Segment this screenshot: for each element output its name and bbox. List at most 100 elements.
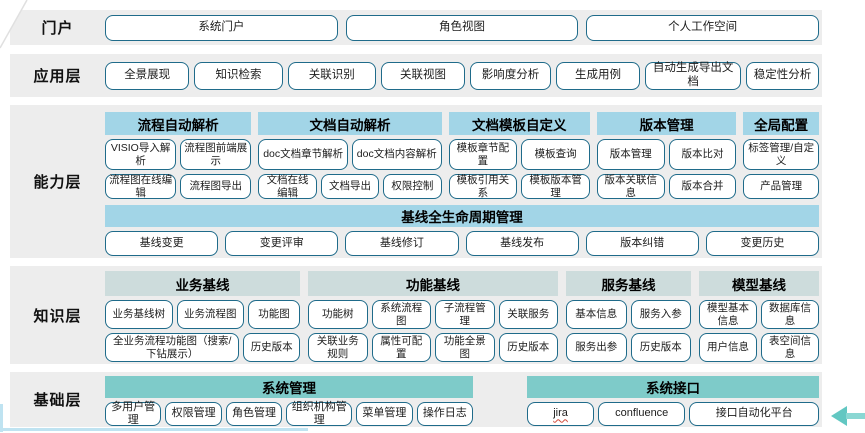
cap-button-label-mgmt[interactable]: 标签管理/自定义 [743, 139, 819, 170]
fnd-button-menu-mgmt[interactable]: 菜单管理 [356, 402, 413, 426]
knowledge-group-business-baseline: 业务基线 业务基线树 业务流程图 功能图 全业务流程功能图（搜索/下钻展示） 历… [105, 271, 301, 362]
cap-button-doc-chapter-parse[interactable]: doc文档章节解析 [258, 139, 348, 170]
fnd-button-operation-log[interactable]: 操作日志 [416, 402, 474, 426]
cap-button-version-relation-info[interactable]: 版本关联信息 [596, 174, 665, 199]
kn-button-history-version-service[interactable]: 历史版本 [630, 333, 691, 362]
kn-button-basic-info[interactable]: 基本信息 [566, 300, 627, 329]
cap-button-template-chapter-config[interactable]: 模板章节配置 [448, 139, 518, 170]
layer-label-application: 应用层 [33, 68, 82, 85]
app-button-auto-export-doc[interactable]: 自动生成导出文档 [645, 61, 742, 90]
group-header-version-mgmt: 版本管理 [596, 112, 737, 135]
baseline-button-version-correction[interactable]: 版本纠错 [585, 231, 699, 256]
knowledge-group-function-baseline: 功能基线 功能树 系统流程图 子流程管理 关联服务 关联业务规则 属性可配置 功… [308, 271, 558, 362]
baseline-button-revise[interactable]: 基线修订 [345, 231, 459, 256]
group-header-doc-parse: 文档自动解析 [258, 112, 442, 135]
layer-band-knowledge: 知识层 业务基线 业务基线树 业务流程图 功能图 全业务流程功能图（搜索/下钻展… [10, 266, 822, 364]
layer-label-foundation: 基础层 [33, 392, 82, 409]
cap-button-permission-control[interactable]: 权限控制 [383, 174, 442, 199]
layer-band-application: 应用层 全景展现 知识检索 关联识别 关联视图 影响度分析 生成用例 自动生成导… [10, 54, 822, 97]
kn-button-system-flowchart[interactable]: 系统流程图 [371, 300, 431, 329]
group-header-template-custom: 文档模板自定义 [448, 112, 590, 135]
portal-button-role-view[interactable]: 角色视图 [345, 14, 579, 41]
cap-button-flow-export[interactable]: 流程图导出 [180, 174, 252, 199]
baseline-button-release[interactable]: 基线发布 [465, 231, 579, 256]
kn-button-related-business-rules[interactable]: 关联业务规则 [308, 333, 368, 362]
app-button-relation-view[interactable]: 关联视图 [380, 61, 466, 90]
fnd-button-org-mgmt[interactable]: 组织机构管理 [286, 401, 353, 426]
kn-button-tablespace-info[interactable]: 表空间信息 [761, 333, 819, 362]
cap-button-version-merge[interactable]: 版本合并 [668, 174, 737, 199]
baseline-button-change-review[interactable]: 变更评审 [225, 231, 339, 256]
foundation-spacer [473, 376, 527, 426]
kn-button-subprocess-mgmt[interactable]: 子流程管理 [435, 300, 495, 329]
group-header-function-baseline: 功能基线 [308, 271, 558, 296]
kn-button-full-business-flow-map[interactable]: 全业务流程功能图（搜索/下钻展示） [105, 333, 240, 362]
cap-button-doc-content-parse[interactable]: doc文档内容解析 [351, 139, 442, 170]
cap-button-doc-online-edit[interactable]: 文档在线编辑 [258, 174, 317, 199]
cursor-arrow-icon [831, 406, 847, 426]
baseline-button-change-history[interactable]: 变更历史 [705, 231, 820, 256]
cap-button-version-compare[interactable]: 版本比对 [668, 139, 737, 170]
corner-cut-decoration [0, 0, 28, 49]
layer-label-portal: 门户 [41, 20, 74, 37]
fnd-button-role-mgmt[interactable]: 角色管理 [225, 402, 283, 426]
cursor-arrow-tail [846, 413, 865, 419]
knowledge-group-model-baseline: 模型基线 模型基本信息 数据库信息 用户信息 表空间信息 [699, 271, 819, 362]
portal-button-workspace[interactable]: 个人工作空间 [586, 14, 820, 41]
bottom-edge-line [0, 428, 308, 431]
kn-button-user-info[interactable]: 用户信息 [699, 333, 757, 362]
kn-button-database-info[interactable]: 数据库信息 [761, 300, 819, 329]
baseline-button-change[interactable]: 基线变更 [105, 231, 219, 256]
kn-button-function-diagram[interactable]: 功能图 [248, 300, 301, 329]
app-button-stability-analysis[interactable]: 稳定性分析 [746, 61, 819, 90]
fnd-button-confluence[interactable]: confluence [598, 402, 686, 426]
kn-button-function-panorama[interactable]: 功能全景图 [435, 333, 495, 362]
layer-band-portal: 门户 系统门户 角色视图 个人工作空间 [10, 10, 822, 45]
group-header-model-baseline: 模型基线 [699, 271, 819, 296]
portal-button-system[interactable]: 系统门户 [105, 14, 338, 41]
group-header-service-baseline: 服务基线 [566, 271, 691, 296]
capability-group-doc-parse: 文档自动解析 doc文档章节解析 doc文档内容解析 文档在线编辑 文档导出 权… [258, 112, 442, 199]
group-header-baseline-lifecycle: 基线全生命周期管理 [105, 205, 819, 227]
cap-button-template-query[interactable]: 模板查询 [521, 139, 590, 170]
kn-button-configurable-attributes[interactable]: 属性可配置 [371, 333, 431, 362]
cap-button-template-reference[interactable]: 模板引用关系 [448, 174, 518, 199]
kn-button-related-services[interactable]: 关联服务 [498, 300, 558, 329]
knowledge-group-service-baseline: 服务基线 基本信息 服务入参 服务出参 历史版本 [566, 271, 691, 362]
fnd-button-jira[interactable]: jira [527, 402, 595, 426]
cap-button-product-mgmt[interactable]: 产品管理 [743, 174, 819, 199]
cap-button-version-mgmt[interactable]: 版本管理 [596, 139, 665, 170]
kn-button-model-basic-info[interactable]: 模型基本信息 [699, 300, 757, 329]
layer-label-capability: 能力层 [33, 174, 82, 191]
fnd-button-multiuser-mgmt[interactable]: 多用户管理 [105, 401, 162, 426]
group-header-global-config: 全局配置 [743, 112, 819, 135]
kn-button-business-baseline-tree[interactable]: 业务基线树 [105, 300, 173, 329]
jira-label: jira [553, 407, 568, 420]
left-edge-line [0, 404, 3, 432]
kn-button-service-output-params[interactable]: 服务出参 [566, 333, 627, 362]
capability-group-version-mgmt: 版本管理 版本管理 版本比对 版本关联信息 版本合并 [596, 112, 737, 199]
cap-button-flow-frontend[interactable]: 流程图前端展示 [180, 139, 252, 170]
app-button-impact-analysis[interactable]: 影响度分析 [470, 61, 551, 90]
kn-button-history-version-business[interactable]: 历史版本 [243, 333, 300, 362]
layer-label-knowledge: 知识层 [33, 307, 82, 325]
foundation-group-system-mgmt: 系统管理 多用户管理 权限管理 角色管理 组织机构管理 菜单管理 操作日志 [105, 376, 474, 426]
cap-button-template-version-mgmt[interactable]: 模板版本管理 [521, 174, 590, 199]
fnd-button-permission-mgmt[interactable]: 权限管理 [165, 402, 222, 426]
app-button-knowledge-search[interactable]: 知识检索 [194, 61, 283, 90]
kn-button-function-tree[interactable]: 功能树 [308, 300, 368, 329]
app-button-generate-usecase[interactable]: 生成用例 [555, 61, 641, 90]
app-button-panorama[interactable]: 全景展现 [105, 61, 190, 90]
cap-button-flow-online-edit[interactable]: 流程图在线编辑 [105, 174, 177, 199]
fnd-button-interface-automation-platform[interactable]: 接口自动化平台 [689, 402, 819, 426]
kn-button-service-input-params[interactable]: 服务入参 [630, 300, 691, 329]
cap-button-visio-import[interactable]: VISIO导入解析 [105, 139, 177, 170]
layer-band-capability: 能力层 流程自动解析 VISIO导入解析 流程图前端展示 流程图在线编辑 流程图… [10, 105, 822, 258]
kn-button-history-version-function[interactable]: 历史版本 [498, 333, 558, 362]
cap-button-doc-export[interactable]: 文档导出 [320, 174, 380, 199]
group-header-business-baseline: 业务基线 [105, 271, 300, 296]
app-button-relation-identify[interactable]: 关联识别 [287, 61, 376, 90]
capability-group-process-parse: 流程自动解析 VISIO导入解析 流程图前端展示 流程图在线编辑 流程图导出 [105, 112, 252, 199]
layer-band-foundation: 基础层 系统管理 多用户管理 权限管理 角色管理 组织机构管理 菜单管理 操作日… [10, 372, 822, 427]
kn-button-business-flowchart[interactable]: 业务流程图 [176, 300, 245, 329]
